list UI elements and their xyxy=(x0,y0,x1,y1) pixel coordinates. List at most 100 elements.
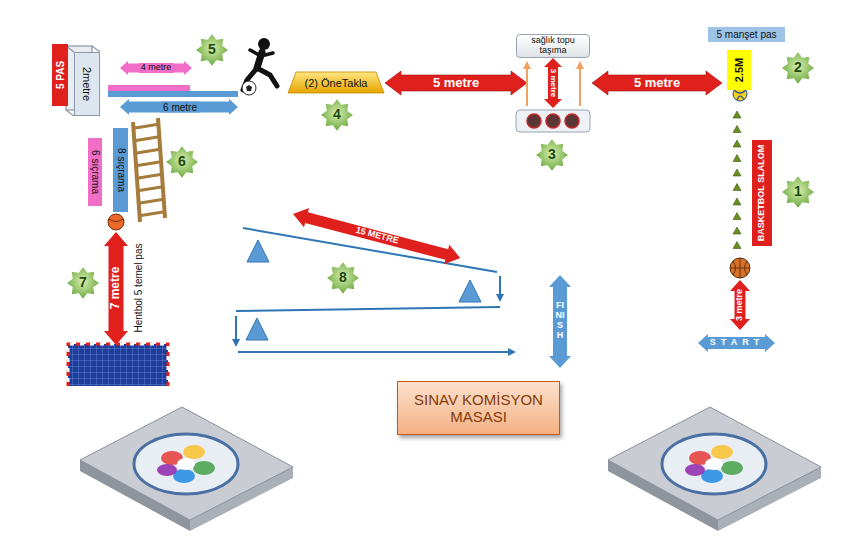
player-silhouette xyxy=(250,50,261,56)
callout-number: 3 xyxy=(534,137,570,173)
logo-platform xyxy=(157,464,177,476)
callout-star xyxy=(781,175,815,209)
callout-number: 6 xyxy=(164,144,200,180)
node-text: 5 manşet pas xyxy=(711,29,782,40)
dimension-arrow xyxy=(290,204,462,267)
start-label: START xyxy=(710,338,764,348)
slalom-cone xyxy=(733,155,741,162)
node-text: 4 xyxy=(322,107,352,122)
node-text: SINAV KOMİSYON MASASI xyxy=(400,392,557,425)
node-text: 1 xyxy=(783,184,813,199)
handball-goal xyxy=(68,344,168,386)
text-block: 5 PAS xyxy=(55,61,66,89)
slalom-cone xyxy=(733,242,741,249)
track xyxy=(236,307,500,311)
soccer-ball xyxy=(242,81,256,95)
text-block: 7 xyxy=(68,275,98,290)
text-block: 4 xyxy=(322,107,352,122)
text-block: 2 xyxy=(783,60,813,75)
blue-bar xyxy=(108,91,238,97)
finish-label: FINISH xyxy=(556,301,565,341)
node-text: 2.5M xyxy=(733,58,745,82)
finish-arrow xyxy=(549,275,571,368)
goal-frame xyxy=(66,110,74,116)
text-block: SINAV KOMİSYON MASASI xyxy=(400,392,557,425)
logo-platform xyxy=(608,407,821,531)
logo-platform xyxy=(177,458,195,470)
node-text: 2metre xyxy=(81,67,93,101)
dimension-arrow xyxy=(730,280,750,330)
logo-platform xyxy=(608,407,821,520)
text-block: 2metre xyxy=(81,67,93,101)
callout-number: 2 xyxy=(780,50,816,86)
logo-platform xyxy=(711,445,733,459)
callout-number: 8 xyxy=(325,260,361,296)
node-text: BASKETBOL SLALOM xyxy=(757,145,767,241)
goal-face: 2metre xyxy=(74,52,100,116)
track xyxy=(236,228,514,352)
node-text: 5 PAS xyxy=(55,61,66,89)
text-block: 6 xyxy=(167,154,197,169)
logo-platform xyxy=(685,464,705,476)
station-sign: 5 manşet pas xyxy=(708,27,785,42)
turn-marker xyxy=(246,318,268,340)
station-sign: 8 sıçrama xyxy=(113,128,128,212)
track xyxy=(238,351,514,353)
commission-desk: SINAV KOMİSYON MASASI xyxy=(397,381,560,435)
turn-marker xyxy=(459,280,481,302)
dimension-label: 6 metre xyxy=(161,102,199,113)
dimension-label: 3 metre xyxy=(735,289,745,321)
callout-star xyxy=(781,51,815,85)
text-block: 8 sıçrama xyxy=(115,148,126,192)
station-sign: BASKETBOL SLALOM xyxy=(752,140,772,246)
text-block: 8 xyxy=(328,270,358,285)
dimension-arrow xyxy=(544,58,562,108)
medicine-ball-tray xyxy=(546,114,560,128)
text-block: BASKETBOL SLALOM xyxy=(757,145,767,241)
callout-star xyxy=(195,33,229,67)
agility-ladder xyxy=(133,118,165,222)
mat-outline xyxy=(288,72,384,93)
dimension-label: 15 METRE xyxy=(354,226,399,247)
pink-bar xyxy=(108,85,190,91)
dimension-label: 7 metre xyxy=(109,267,122,310)
slalom-cone xyxy=(733,111,741,118)
agility-ladder xyxy=(134,137,159,141)
station-label: Hentbol 5 temel pas xyxy=(133,244,144,333)
dimension-arrow xyxy=(120,61,192,75)
mat-shape: (2) ÖneTakla xyxy=(288,72,384,93)
medicine-ball-tray xyxy=(565,114,579,128)
text-block: 2.5M xyxy=(733,58,745,82)
soccer-ball xyxy=(246,85,252,91)
dimension-arrow xyxy=(385,71,527,95)
node-text: 6 xyxy=(167,154,197,169)
slalom-cone xyxy=(733,213,741,220)
turn-marker xyxy=(247,240,269,262)
text-block: sağlık topu taşıma xyxy=(519,36,587,56)
logo-platform xyxy=(80,407,293,531)
slalom-cone xyxy=(733,111,741,249)
logo-platform xyxy=(662,434,766,494)
agility-ladder xyxy=(133,124,158,128)
node-text: 8 sıçrama xyxy=(115,148,126,192)
node-text: sağlık topu taşıma xyxy=(519,36,587,56)
basketball xyxy=(730,258,750,278)
dimension-arrow xyxy=(120,99,238,115)
logo-platform xyxy=(193,461,215,475)
slalom-cone xyxy=(733,198,741,205)
station-box: sağlık topu taşıma xyxy=(516,34,590,58)
carry-arrow xyxy=(526,63,528,106)
agility-ladder xyxy=(133,122,140,222)
soccer-ball xyxy=(242,81,256,95)
handball xyxy=(109,219,123,222)
callout-star xyxy=(66,266,100,300)
agility-ladder xyxy=(140,212,165,216)
player-silhouette xyxy=(258,38,270,50)
callout-star xyxy=(320,98,354,132)
node-text: (2) ÖneTakla xyxy=(300,76,372,88)
medicine-ball-tray xyxy=(516,110,590,132)
text-block: 3 xyxy=(537,147,567,162)
text-block: (2) ÖneTakla xyxy=(300,76,372,88)
